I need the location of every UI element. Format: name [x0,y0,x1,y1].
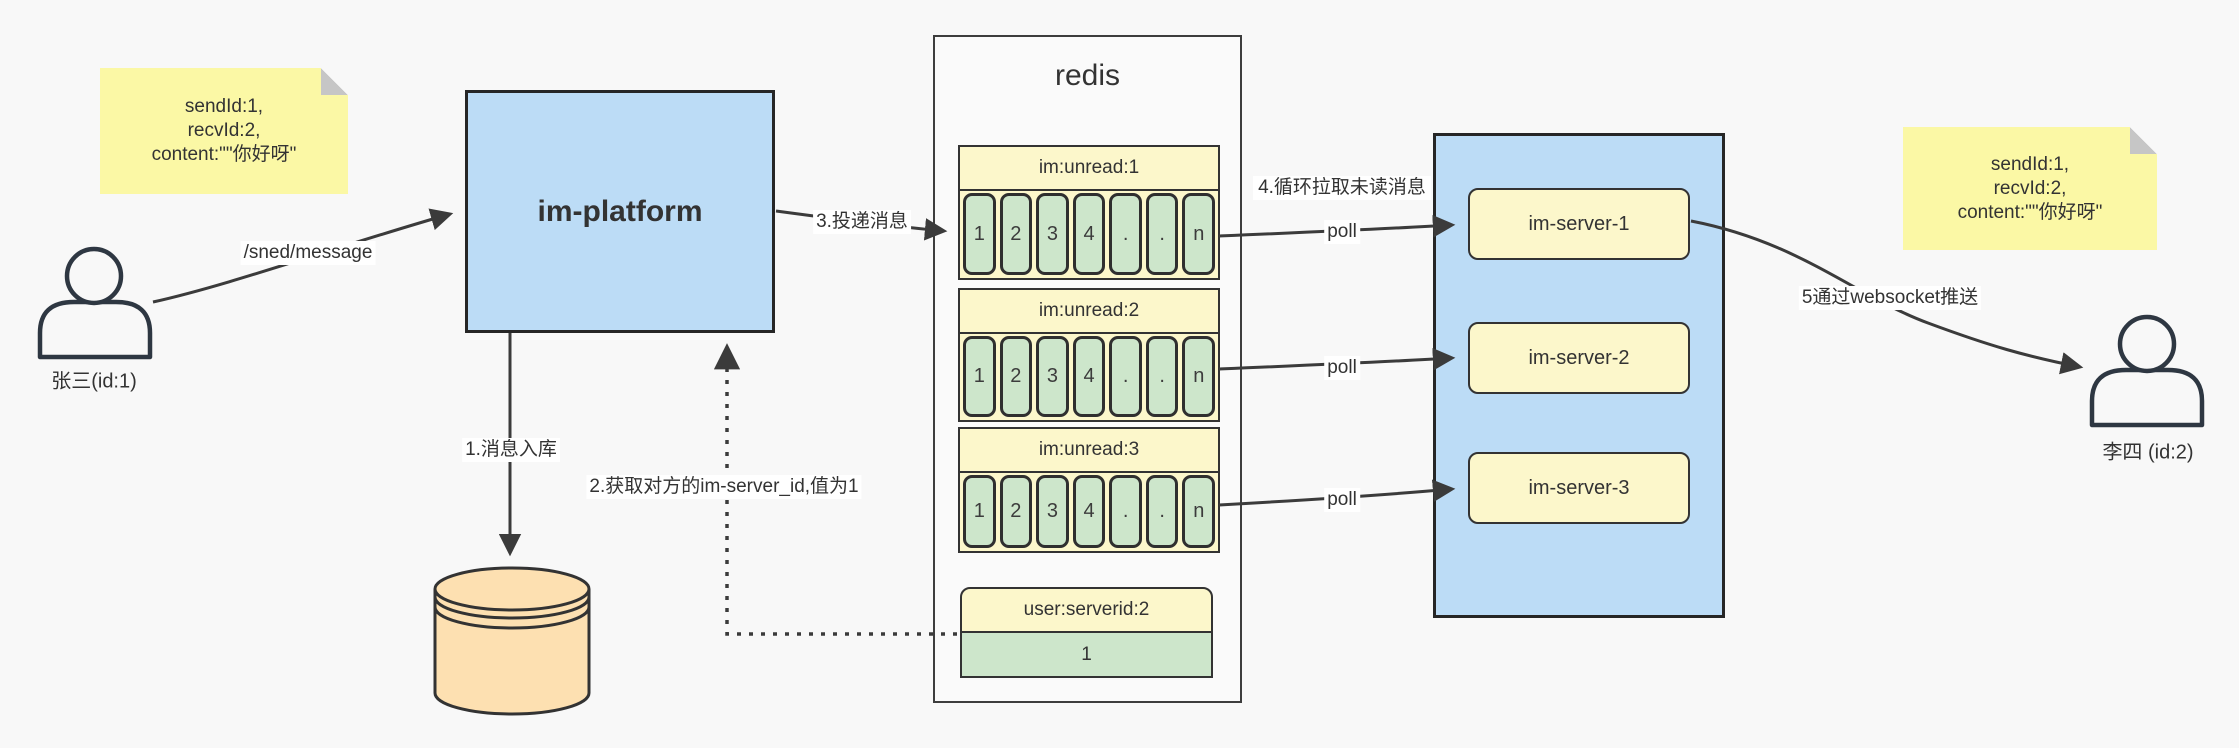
queue-cell: n [1182,475,1216,548]
kv-value: 1 [960,633,1213,678]
edge-label-step4: 4.循环拉取未读消息 [1253,176,1431,200]
queue-cell: 3 [1036,475,1069,548]
redis-queue-unread-2: im:unread:2 1 2 3 4 . . n [958,288,1220,422]
queue-cells: 1 2 3 4 . . n [960,334,1218,420]
queue-cell: 3 [1036,336,1069,417]
queue-cell: 4 [1072,193,1106,275]
note-line: sendId:1, [184,96,264,117]
queue-cell: 1 [963,336,996,417]
queue-cell: . [1145,336,1179,417]
note-line: content:""你好呀" [1957,201,2103,223]
edge-label-step3: 3.投递消息 [813,210,911,234]
node-im-server-2: im-server-2 [1468,322,1690,394]
queue-cell: 4 [1072,336,1106,417]
user-icon-receiver [2089,314,2205,428]
note-fold-icon [321,68,348,95]
kv-key: user:serverid:2 [960,587,1213,633]
queue-cells: 1 2 3 4 . . n [960,473,1218,551]
queue-cell: . [1145,475,1179,548]
redis-queue-unread-1: im:unread:1 1 2 3 4 . . n [958,145,1220,280]
queue-cell: . [1109,475,1142,548]
edge-label-step2: 2.获取对方的im-server_id,值为1 [586,475,862,499]
note-line: sendId:1, [1990,153,2070,175]
actor-label-receiver: 李四 (id:2) [2102,441,2194,464]
queue-cell: 4 [1072,475,1106,548]
queue-cell: . [1109,193,1142,275]
node-im-server-3: im-server-3 [1468,452,1690,524]
queue-header: im:unread:1 [960,147,1218,191]
edge-label-poll-2: poll [1324,356,1360,380]
queue-header: im:unread:3 [960,429,1218,473]
actor-label-sender: 张三(id:1) [51,370,137,393]
queue-cell: 1 [963,193,996,275]
node-im-platform: im-platform [465,90,775,333]
queue-cell: . [1145,193,1179,275]
queue-cell: n [1182,336,1216,417]
redis-queue-unread-3: im:unread:3 1 2 3 4 . . n [958,427,1220,553]
note-line: recvId:2, [1993,177,2067,199]
sticky-note-message-right: sendId:1, recvId:2, content:""你好呀" [1903,127,2157,250]
redis-title: redis [1054,59,1121,92]
queue-cell: 2 [999,193,1033,275]
queue-cell: . [1109,336,1142,417]
edge-label-step1: 1.消息入库 [462,438,560,462]
mysql-label: mysql [485,648,539,671]
mysql-cylinder-icon [433,566,591,716]
note-fold-icon [2130,127,2157,154]
redis-kv-user-serverid: user:serverid:2 1 [960,587,1213,678]
queue-cell: 2 [999,475,1033,548]
queue-cell: 2 [999,336,1033,417]
note-line: recvId:2, [187,120,261,141]
edge-label-poll-1: poll [1324,220,1360,244]
sticky-note-message-left: sendId:1, recvId:2, content:""你好呀" [100,68,348,194]
queue-header: im:unread:2 [960,290,1218,334]
note-line: content:""你好呀" [151,144,297,165]
edge-label-step5: 5通过websocket推送 [1798,286,1982,310]
queue-cell: n [1182,193,1216,275]
node-im-server-1: im-server-1 [1468,188,1690,260]
edge-label-send-api: /sned/message [240,241,376,265]
user-icon-sender [37,246,153,360]
queue-cells: 1 2 3 4 . . n [960,191,1218,278]
edge-label-poll-3: poll [1324,488,1360,512]
queue-cell: 1 [963,475,996,548]
queue-cell: 3 [1036,193,1069,275]
